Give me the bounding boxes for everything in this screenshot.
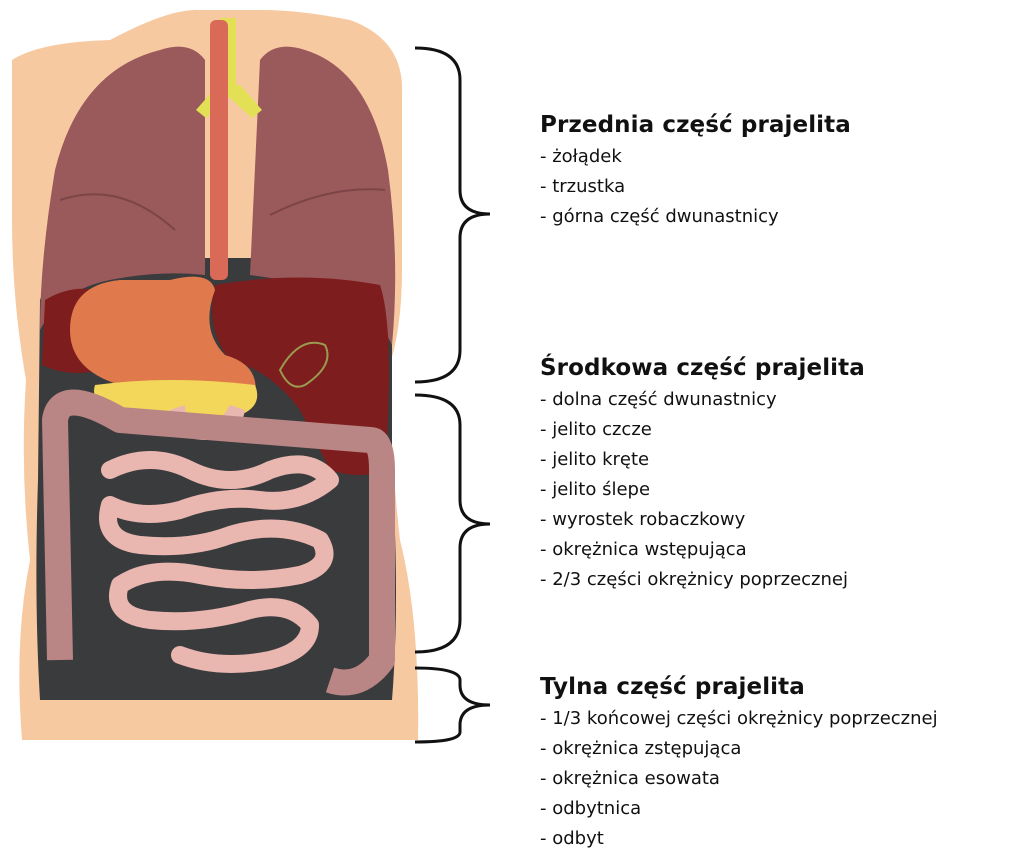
list-item: - jelito kręte — [540, 445, 865, 475]
list-item: - dolna część dwunastnicy — [540, 385, 865, 415]
list-item: - jelito czcze — [540, 415, 865, 445]
section-title: Tylna część prajelita — [540, 674, 938, 700]
section-list: - dolna część dwunastnicy - jelito czcze… — [540, 385, 865, 595]
bracket-hind — [415, 668, 490, 742]
section-title: Środkowa część prajelita — [540, 355, 865, 381]
list-item: - wyrostek robaczkowy — [540, 505, 865, 535]
section-midgut: Środkowa część prajelita - dolna część d… — [540, 355, 865, 595]
list-item: - żołądek — [540, 142, 851, 172]
section-list: - 1/3 końcowej części okrężnicy poprzecz… — [540, 704, 938, 854]
esophagus — [210, 20, 228, 280]
section-foregut: Przednia część prajelita - żołądek - trz… — [540, 112, 851, 232]
section-hindgut: Tylna część prajelita - 1/3 końcowej czę… — [540, 674, 938, 854]
list-item: - trzustka — [540, 172, 851, 202]
bracket-fore — [415, 48, 490, 382]
section-list: - żołądek - trzustka - górna część dwuna… — [540, 142, 851, 232]
list-item: - jelito ślepe — [540, 475, 865, 505]
list-item: - okrężnica wstępująca — [540, 535, 865, 565]
list-item: - górna część dwunastnicy — [540, 202, 851, 232]
list-item: - okrężnica esowata — [540, 764, 938, 794]
list-item: - odbytnica — [540, 794, 938, 824]
section-title: Przednia część prajelita — [540, 112, 851, 138]
list-item: - 2/3 części okrężnicy poprzecznej — [540, 565, 865, 595]
list-item: - okrężnica zstępująca — [540, 734, 938, 764]
list-item: - 1/3 końcowej części okrężnicy poprzecz… — [540, 704, 938, 734]
list-item: - odbyt — [540, 824, 938, 854]
bracket-mid — [415, 395, 490, 652]
